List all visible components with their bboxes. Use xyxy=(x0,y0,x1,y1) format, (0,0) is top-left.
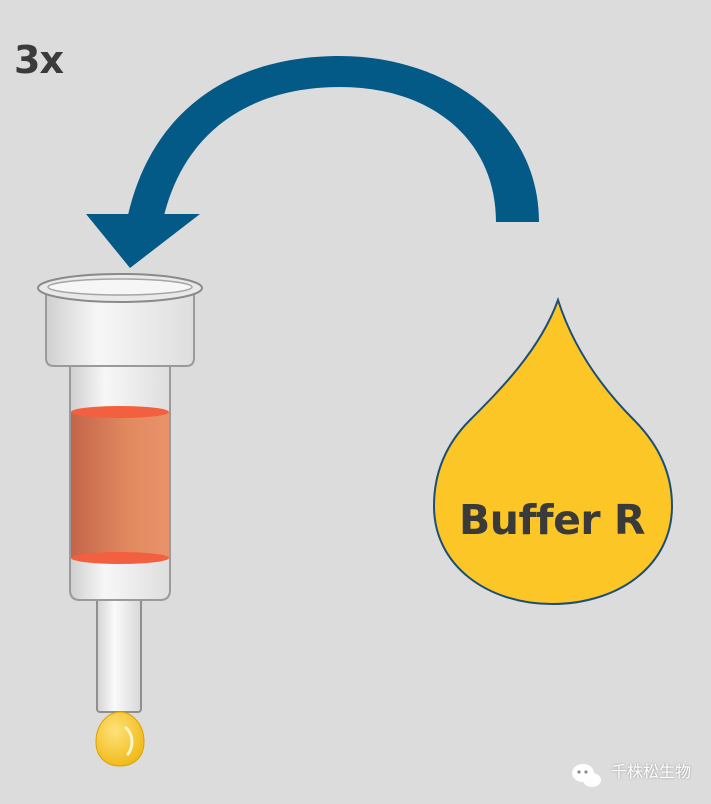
buffer-drop-label: Buffer R xyxy=(459,496,646,544)
buffer-drop-icon xyxy=(432,296,674,606)
watermark-text: 千株松生物 xyxy=(610,762,691,781)
return-arrow-icon xyxy=(86,56,539,268)
spin-column-icon xyxy=(37,273,203,713)
eluate-drop-icon xyxy=(95,711,145,767)
watermark: 千株松生物 xyxy=(611,758,691,782)
wechat-icon-shape xyxy=(572,764,601,787)
resin-bed xyxy=(71,406,169,564)
repeat-count-label: 3x xyxy=(14,38,64,82)
